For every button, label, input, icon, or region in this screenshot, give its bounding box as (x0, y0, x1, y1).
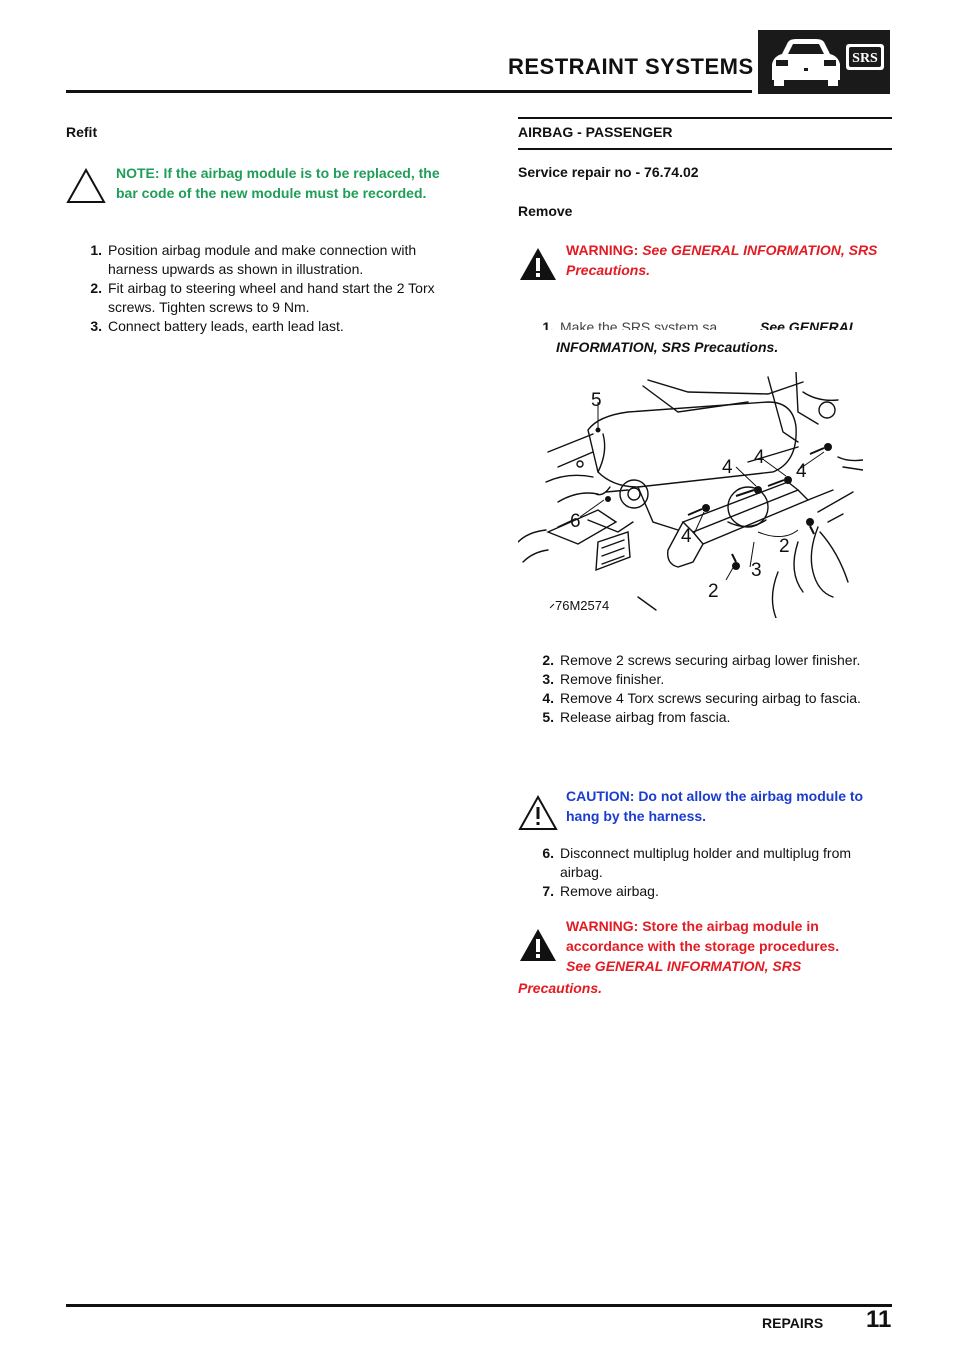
section-rule-bottom (518, 148, 892, 150)
caution-triangle-icon (518, 795, 558, 830)
caution-text: CAUTION: Do not allow the airbag module … (566, 788, 864, 824)
svg-text:6: 6 (570, 511, 581, 532)
list-item: 6.Disconnect multiplug holder and multip… (542, 845, 852, 880)
svg-text:2: 2 (708, 581, 719, 602)
list-item: 7.Remove airbag. (542, 883, 659, 899)
header-rule (66, 90, 752, 93)
section-rule-top (518, 117, 892, 119)
svg-text:4: 4 (796, 461, 807, 482)
warning-2-tail: Precautions. (518, 980, 603, 996)
svg-text:4: 4 (754, 447, 765, 468)
list-item: 4.Remove 4 Torx screws securing airbag t… (542, 690, 861, 706)
page-number: 11 (866, 1306, 892, 1333)
svg-text:4: 4 (681, 526, 692, 547)
warning-triangle-icon (520, 929, 556, 961)
list-item: 2.Fit airbag to steering wheel and hand … (90, 280, 435, 315)
warning-triangle-icon (520, 248, 556, 280)
airbag-removal-diagram: 5 4 4 4 6 4 2 3 2 76M2574 (518, 372, 863, 618)
remove-steps-a: 2.Remove 2 screws securing airbag lower … (518, 651, 894, 727)
refit-steps: 1.Position airbag module and make connec… (66, 241, 442, 336)
figure-code: 76M2574 (555, 598, 609, 613)
list-item: 1.Position airbag module and make connec… (90, 242, 417, 277)
list-item: 5.Release airbag from fascia. (542, 709, 731, 725)
srs-badge: SRS (758, 30, 890, 94)
refit-heading: Refit (66, 124, 98, 140)
step-1: 1.Make the SRS system sa See GENERAL INF… (542, 319, 858, 355)
car-front-icon: SRS (758, 30, 890, 94)
note-triangle-icon (66, 168, 106, 203)
list-item: 3.Connect battery leads, earth lead last… (90, 318, 344, 334)
warning-1: WARNING: See GENERAL INFORMATION, SRS Pr… (566, 242, 878, 278)
badge-text: SRS (852, 51, 878, 66)
list-item: 3.Remove finisher. (542, 671, 665, 687)
remove-heading: Remove (518, 203, 573, 219)
svg-text:2: 2 (779, 536, 790, 557)
list-item: 2.Remove 2 screws securing airbag lower … (542, 652, 861, 668)
note-text: NOTE: If the airbag module is to be repl… (116, 165, 440, 201)
footer-rule (66, 1304, 892, 1307)
warning-2: WARNING: Store the airbag module in acco… (566, 918, 840, 974)
service-repair-number: Service repair no - 76.74.02 (518, 164, 699, 180)
svg-text:5: 5 (591, 390, 602, 411)
footer-section: REPAIRS (762, 1315, 824, 1331)
remove-steps-b: 6.Disconnect multiplug holder and multip… (518, 844, 894, 901)
svg-text:4: 4 (722, 457, 733, 478)
section-title: AIRBAG - PASSENGER (518, 124, 673, 140)
svg-text:3: 3 (751, 560, 762, 581)
header-title: RESTRAINT SYSTEMS (508, 54, 754, 79)
